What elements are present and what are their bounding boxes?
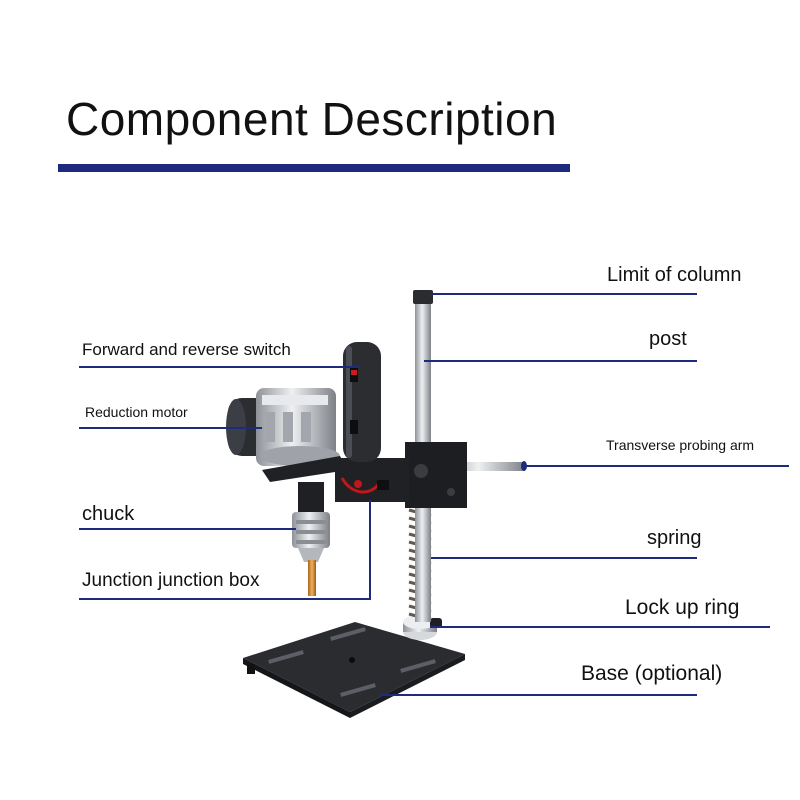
- leader-base: [380, 694, 697, 696]
- leader-lock-ring: [430, 626, 770, 628]
- label-reduction-motor: Reduction motor: [85, 404, 188, 420]
- page-title: Component Description: [66, 93, 558, 145]
- leader-chuck: [79, 528, 296, 530]
- leader-junction-box: [79, 598, 371, 600]
- leader-junction-box-vertical: [369, 500, 371, 600]
- leader-limit-of-column: [432, 293, 697, 295]
- base-plate: [243, 622, 465, 718]
- limit-cap: [413, 290, 433, 304]
- transverse-arm: [440, 462, 525, 471]
- arm-block: [405, 442, 467, 508]
- leader-forward-reverse-switch: [79, 366, 360, 368]
- title-underline: [58, 164, 570, 172]
- leader-transverse-arm: [523, 465, 789, 467]
- label-lock-ring: Lock up ring: [625, 596, 740, 619]
- leader-post: [424, 360, 697, 362]
- label-transverse-arm: Transverse probing arm: [606, 437, 755, 453]
- label-base: Base (optional): [581, 662, 723, 685]
- lock-ring: [403, 615, 442, 640]
- chuck: [292, 482, 330, 596]
- label-spring: spring: [647, 527, 702, 549]
- label-chuck: chuck: [82, 503, 135, 525]
- leader-reduction-motor: [79, 427, 262, 429]
- label-limit-of-column: Limit of column: [607, 264, 742, 286]
- handle-switch: [343, 342, 381, 462]
- mounting-plate: [262, 456, 348, 482]
- leader-spring: [431, 557, 697, 559]
- label-junction-box: Junction junction box: [82, 570, 260, 591]
- label-forward-reverse-switch: Forward and reverse switch: [82, 340, 291, 359]
- carriage: [335, 458, 409, 502]
- label-post: post: [649, 328, 687, 350]
